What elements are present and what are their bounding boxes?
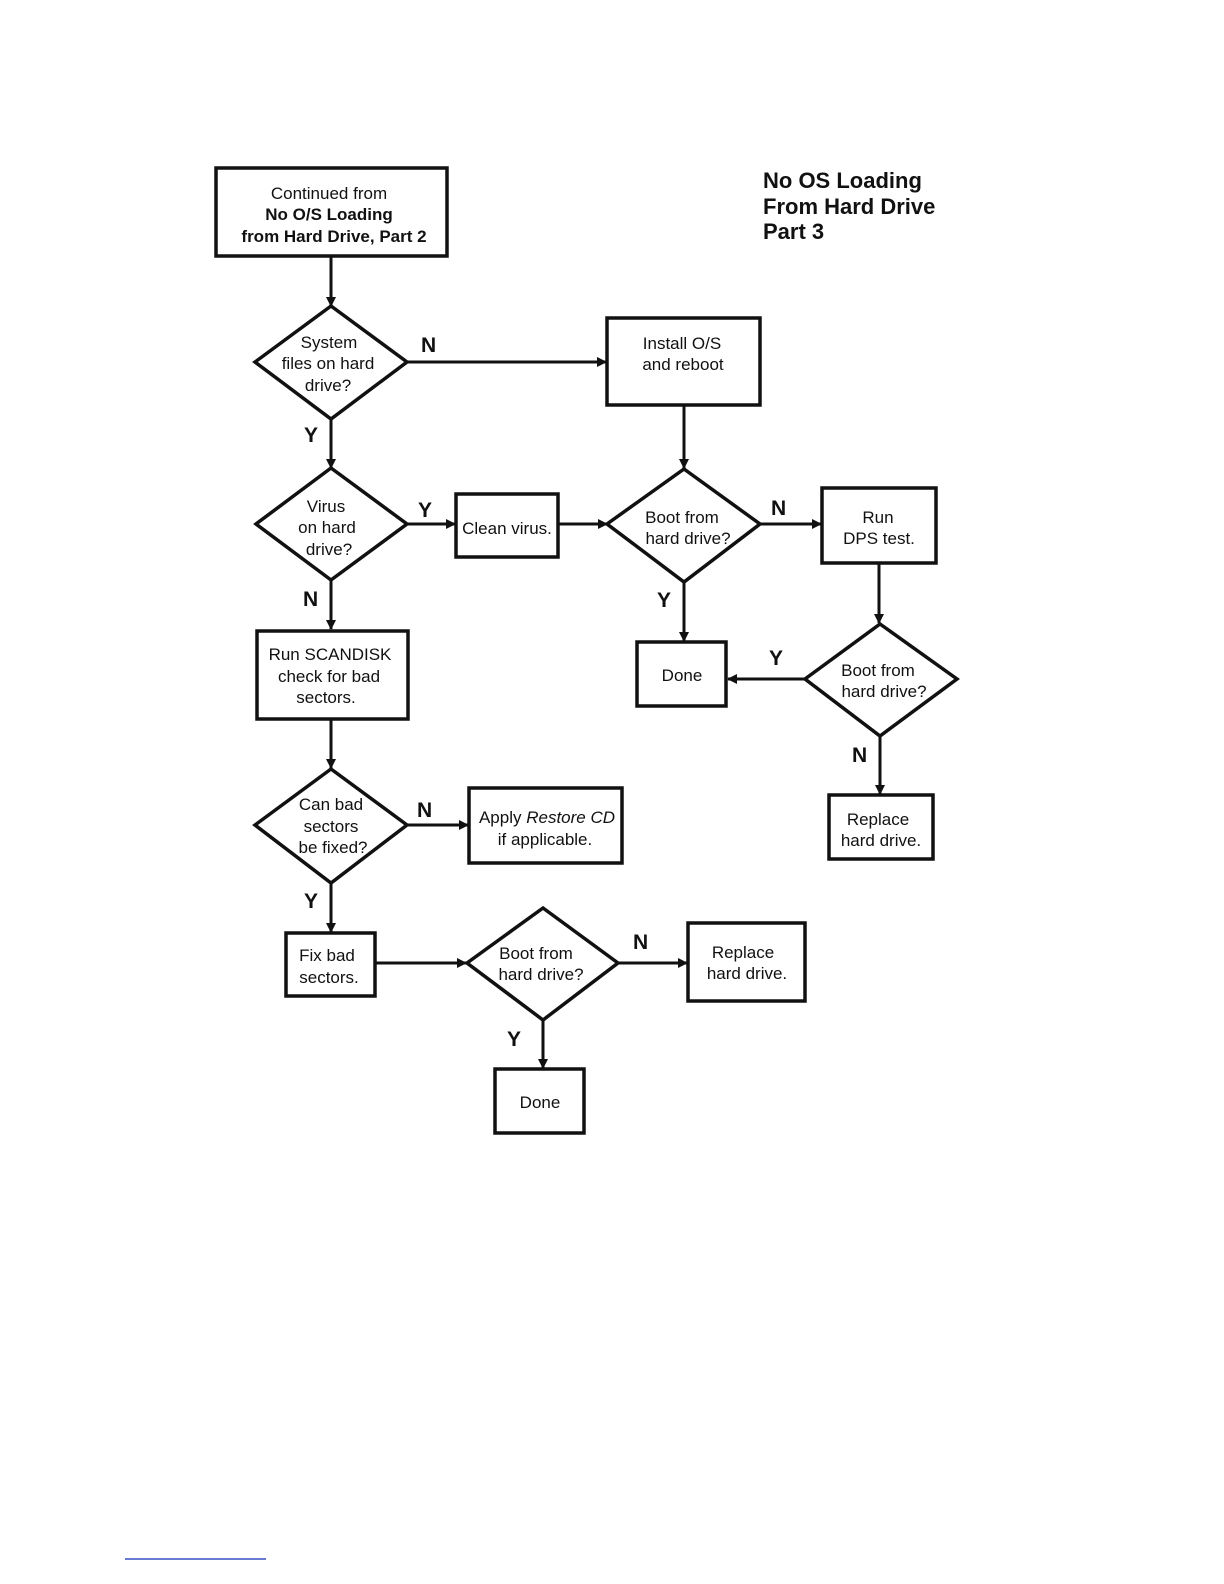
boot3-diamond	[464, 905, 621, 1023]
can-fix-line-1: Can bad	[299, 795, 363, 814]
virus-line-3: drive?	[306, 540, 352, 559]
label-boot1-yes: Y	[657, 589, 671, 612]
restore-line-2: if applicable.	[498, 830, 593, 849]
node-fix-bad: Fix bad sectors.	[284, 931, 377, 998]
virus-line-1: Virus	[307, 497, 345, 516]
node-scandisk: Run SCANDISK check for bad sectors.	[255, 629, 410, 721]
virus-diamond	[253, 465, 410, 583]
fix-bad-line-1: Fix bad	[299, 946, 355, 965]
scandisk-box	[255, 629, 410, 721]
run-dps-box	[820, 486, 938, 565]
boot3-line-2: hard drive?	[498, 965, 583, 984]
system-files-line-3: drive?	[305, 376, 351, 395]
node-can-fix: Can bad sectors be fixed?	[252, 766, 410, 886]
title-line-1: No OS Loading	[763, 168, 922, 193]
label-boot3-no: N	[633, 931, 648, 954]
node-replace2: Replace hard drive.	[686, 921, 807, 1003]
node-continued: Continued from No O/S Loading from Hard …	[214, 166, 449, 258]
install-os-line-2: and reboot	[642, 355, 724, 374]
title-line-2: From Hard Drive	[763, 194, 935, 219]
continued-line-3: from Hard Drive, Part 2	[241, 227, 426, 246]
label-can-fix-yes: Y	[304, 890, 318, 913]
scandisk-line-1: Run SCANDISK	[269, 645, 392, 664]
replace2-line-2: hard drive.	[707, 964, 787, 983]
label-virus-no: N	[303, 588, 318, 611]
can-fix-diamond	[252, 766, 410, 886]
boot3-line-1: Boot from	[499, 944, 573, 963]
node-install-os: Install O/S and reboot	[605, 316, 762, 407]
label-boot3-yes: Y	[507, 1028, 521, 1051]
run-dps-line-2: DPS test.	[843, 529, 915, 548]
virus-line-2: on hard	[298, 518, 356, 537]
can-fix-line-2: sectors	[304, 817, 359, 836]
system-files-line-1: System	[301, 333, 358, 352]
connectors	[326, 256, 885, 1069]
title-line-3: Part 3	[763, 219, 824, 244]
continued-line-1: Continued from	[271, 184, 387, 203]
fix-bad-box	[284, 931, 377, 998]
scandisk-line-2: check for bad	[278, 667, 380, 686]
boot1-diamond	[604, 466, 763, 585]
done1-box	[635, 640, 728, 708]
run-dps-line-1: Run	[862, 508, 893, 527]
scandisk-line-3: sectors.	[296, 688, 356, 707]
boot2-diamond	[802, 621, 960, 739]
boot1-line-1: Boot from	[645, 508, 719, 527]
node-clean-virus: Clean virus.	[454, 492, 560, 559]
diagram-title: No OS Loading From Hard Drive Part 3	[763, 168, 935, 244]
can-fix-line-3: be fixed?	[299, 838, 368, 857]
install-os-box	[605, 316, 762, 407]
replace2-line-1: Replace	[712, 943, 774, 962]
install-os-line-1: Install O/S	[643, 334, 721, 353]
clean-virus-line-1: Clean virus.	[462, 519, 552, 538]
boot2-line-2: hard drive?	[841, 682, 926, 701]
restore-box	[467, 786, 624, 865]
restore-line-1: Apply Restore CD	[479, 808, 615, 827]
node-virus: Virus on hard drive?	[253, 465, 410, 583]
continued-line-2: No O/S Loading	[265, 205, 393, 224]
node-restore: Apply Restore CD if applicable.	[467, 786, 624, 865]
replace1-box	[827, 793, 935, 861]
node-run-dps: Run DPS test.	[820, 486, 938, 565]
done2-line-1: Done	[520, 1093, 561, 1112]
restore-line-1-text: Apply	[479, 808, 526, 827]
node-boot2: Boot from hard drive?	[802, 621, 960, 739]
label-system-files-yes: Y	[304, 424, 318, 447]
replace1-line-1: Replace	[847, 810, 909, 829]
replace2-box	[686, 921, 807, 1003]
restore-line-1-italic: Restore CD	[526, 808, 615, 827]
edge-labels: N Y Y N N Y Y N N Y N Y	[303, 334, 867, 1051]
node-system-files: System files on hard drive?	[252, 303, 410, 422]
boot1-line-2: hard drive?	[645, 529, 730, 548]
label-system-files-no: N	[421, 334, 436, 357]
fix-bad-line-2: sectors.	[299, 968, 359, 987]
node-replace1: Replace hard drive.	[827, 793, 935, 861]
label-virus-yes: Y	[418, 499, 432, 522]
system-files-diamond	[252, 303, 410, 422]
continued-box	[214, 166, 449, 258]
node-boot1: Boot from hard drive?	[604, 466, 763, 585]
clean-virus-box	[454, 492, 560, 559]
label-boot2-no: N	[852, 744, 867, 767]
label-boot2-yes: Y	[769, 647, 783, 670]
boot2-line-1: Boot from	[841, 661, 915, 680]
done1-line-1: Done	[662, 666, 703, 685]
node-boot3: Boot from hard drive?	[464, 905, 621, 1023]
label-can-fix-no: N	[417, 799, 432, 822]
label-boot1-no: N	[771, 497, 786, 520]
replace1-line-2: hard drive.	[841, 831, 921, 850]
system-files-line-2: files on hard	[282, 354, 375, 373]
node-done2: Done	[493, 1067, 586, 1135]
done2-box	[493, 1067, 586, 1135]
node-done1: Done	[635, 640, 728, 708]
